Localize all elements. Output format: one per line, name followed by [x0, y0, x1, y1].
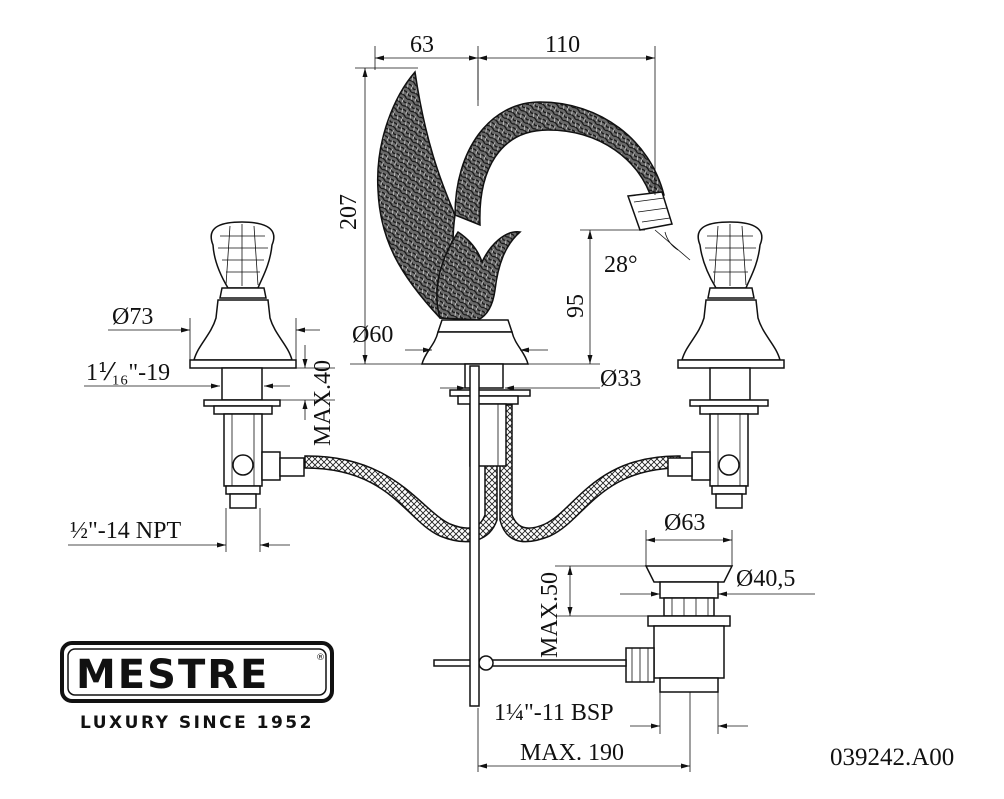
dim-handle-diameter: Ø73 — [112, 304, 153, 330]
dim-spout-reach: 110 — [545, 32, 580, 58]
dim-spout-angle: 28° — [604, 252, 638, 278]
right-handle-valve — [667, 221, 785, 509]
mestre-logo: MESTRE ® — [60, 641, 334, 703]
left-handle-valve — [189, 221, 305, 509]
logo-registered-mark: ® — [316, 653, 325, 663]
dim-spout-offset: 63 — [410, 32, 434, 58]
dim-spout-height: 95 — [563, 294, 589, 318]
logo-wordmark: MESTRE — [76, 652, 269, 698]
dim-drain-hole-diameter: Ø40,5 — [736, 566, 795, 592]
swan-neck — [454, 101, 665, 227]
popup-drain — [433, 365, 734, 707]
dim-drain-max-deck: MAX.50 — [537, 572, 563, 658]
dimension-lines — [68, 46, 815, 772]
dim-max-depth: MAX. 190 — [520, 740, 624, 766]
logo-tagline: LUXURY SINCE 1952 — [80, 713, 314, 733]
dim-handle-max-deck: MAX.40 — [310, 360, 336, 446]
dim-spout-hole-diameter: Ø33 — [600, 366, 641, 392]
right-hose — [499, 404, 681, 543]
dim-height-total: 207 — [336, 194, 362, 230]
dim-drain-flange-diameter: Ø63 — [664, 510, 705, 536]
dim-drain-thread: 1¼"-11 BSP — [494, 700, 614, 726]
swan-spout — [376, 70, 673, 467]
dim-handle-thread: 1⅟₁₆"-19 — [86, 360, 170, 386]
dim-spout-base-diameter: Ø60 — [352, 322, 393, 348]
swan-body — [436, 230, 522, 321]
dim-inlet-thread: ½"-14 NPT — [70, 518, 181, 544]
reference-code: 039242.A00 — [830, 744, 954, 771]
